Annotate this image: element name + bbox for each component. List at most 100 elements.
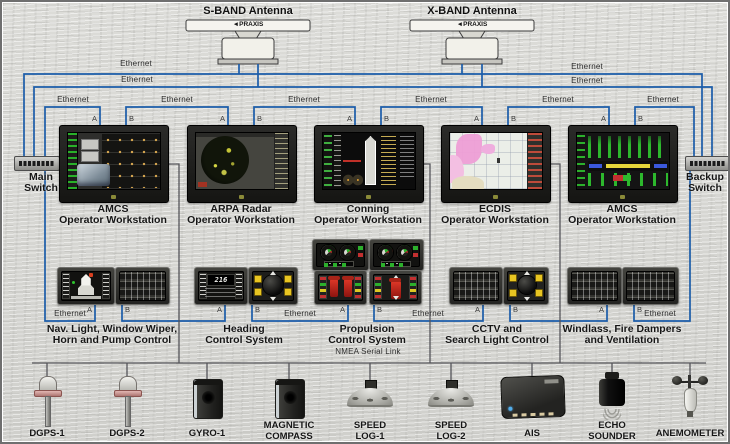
gyro-1-sensor bbox=[193, 379, 223, 419]
heading-knob bbox=[263, 275, 283, 295]
anemometer-sensor bbox=[672, 374, 708, 424]
sound-waves bbox=[603, 409, 621, 420]
propulsion-gauge-panel-a bbox=[312, 239, 369, 271]
port-b-label: B bbox=[638, 114, 644, 123]
menu-bar bbox=[196, 133, 275, 137]
ethernet-label: Ethernet bbox=[647, 95, 679, 104]
port-b-label: B bbox=[513, 305, 519, 314]
status-lamp bbox=[413, 253, 418, 257]
radar-side-panel bbox=[274, 133, 288, 189]
panel-strip bbox=[71, 296, 101, 299]
alarm-button bbox=[198, 182, 207, 187]
radar-screen bbox=[195, 132, 289, 190]
ethernet-label: Ethernet bbox=[571, 62, 603, 71]
up-mark bbox=[270, 271, 276, 275]
ethernet-label: Ethernet bbox=[412, 309, 444, 318]
power-led bbox=[239, 195, 244, 199]
ethernet-label: Ethernet bbox=[415, 95, 447, 104]
status-lamp bbox=[413, 246, 418, 250]
ethernet-bus-b bbox=[33, 86, 713, 157]
panel-face bbox=[373, 274, 418, 301]
up-mark bbox=[393, 275, 399, 279]
power-led bbox=[493, 195, 498, 199]
port-a-label: A bbox=[598, 305, 604, 314]
link-panel1-panel2 bbox=[121, 303, 226, 322]
panel-face bbox=[252, 271, 294, 301]
praxis-logo: ◄PRAXIS bbox=[456, 21, 488, 28]
ownship-marker bbox=[497, 158, 500, 163]
port-a-label: A bbox=[219, 114, 225, 123]
link-ws5-backup bbox=[634, 106, 695, 157]
ais-transponder bbox=[500, 374, 566, 420]
workstation-amcs-1 bbox=[59, 125, 169, 203]
link-ws1-ws2 bbox=[125, 106, 229, 125]
link-main-ws1 bbox=[44, 106, 101, 157]
magnetic-compass-sensor bbox=[275, 379, 305, 419]
unit-dial bbox=[284, 391, 297, 404]
button-column bbox=[62, 273, 70, 299]
nmea-feeder-ws4 bbox=[549, 163, 561, 363]
pitch-lever bbox=[389, 278, 401, 299]
port-b-label: B bbox=[384, 114, 390, 123]
sensor-body bbox=[684, 388, 697, 412]
power-led bbox=[366, 195, 371, 199]
ethernet-label: Ethernet bbox=[121, 75, 153, 84]
nmea-feeder-ws3 bbox=[422, 163, 431, 363]
status-cluster bbox=[613, 175, 631, 181]
panel-face bbox=[318, 274, 363, 301]
unit-dial bbox=[202, 391, 215, 404]
pitch-gauge bbox=[340, 245, 355, 260]
nmea-serial-link-label: NMEA Serial Link bbox=[335, 347, 401, 356]
amcs-ballast-screen bbox=[576, 132, 670, 190]
status-lamp bbox=[358, 253, 363, 257]
mast-post bbox=[688, 375, 691, 389]
joystick bbox=[518, 276, 536, 294]
backup-switch bbox=[685, 156, 728, 171]
status-led bbox=[508, 406, 513, 411]
port-b-label: B bbox=[257, 114, 263, 123]
status-lamp bbox=[89, 273, 93, 277]
transducer-body bbox=[599, 379, 625, 406]
mini-gauges bbox=[343, 174, 363, 186]
engine-image bbox=[77, 164, 110, 186]
praxis-logo: ◄PRAXIS bbox=[232, 21, 264, 28]
navlight-panel-b bbox=[115, 267, 170, 305]
ethernet-label: Ethernet bbox=[571, 76, 603, 85]
panel-label-navlight: Nav. Light, Window Wiper,Horn and Pump C… bbox=[46, 323, 178, 346]
workstation-arpa bbox=[187, 125, 297, 203]
port-b-label: B bbox=[511, 114, 517, 123]
ethernet-label: Ethernet bbox=[644, 309, 676, 318]
throttle-lever bbox=[328, 276, 340, 297]
sensor-label-gyro1: GYRO-1 bbox=[188, 428, 226, 439]
port-a-label: A bbox=[474, 305, 480, 314]
indicator-column bbox=[577, 135, 585, 187]
switch-ports bbox=[19, 161, 55, 166]
down-mark bbox=[524, 297, 530, 301]
button-row bbox=[381, 263, 407, 267]
sensor-label-ais: AIS bbox=[524, 428, 540, 439]
pitch-gauge bbox=[397, 245, 412, 260]
port-b-label: B bbox=[129, 114, 135, 123]
link-panel2-panel3 bbox=[251, 303, 349, 322]
down-mark bbox=[393, 296, 399, 300]
yellow-button bbox=[284, 288, 292, 296]
alert-line bbox=[343, 160, 361, 162]
up-mark bbox=[524, 271, 530, 275]
wind-cup bbox=[698, 376, 708, 385]
yellow-button bbox=[254, 275, 262, 283]
power-led bbox=[111, 195, 116, 199]
ethernet-label: Ethernet bbox=[54, 309, 86, 318]
indicator-column bbox=[334, 135, 341, 187]
link-ws3-ws4 bbox=[380, 106, 483, 125]
data-table bbox=[81, 151, 99, 162]
panel-face bbox=[61, 271, 111, 301]
button-column bbox=[235, 273, 243, 299]
dgps-2-sensor bbox=[114, 376, 142, 428]
port-a-label: A bbox=[86, 305, 92, 314]
